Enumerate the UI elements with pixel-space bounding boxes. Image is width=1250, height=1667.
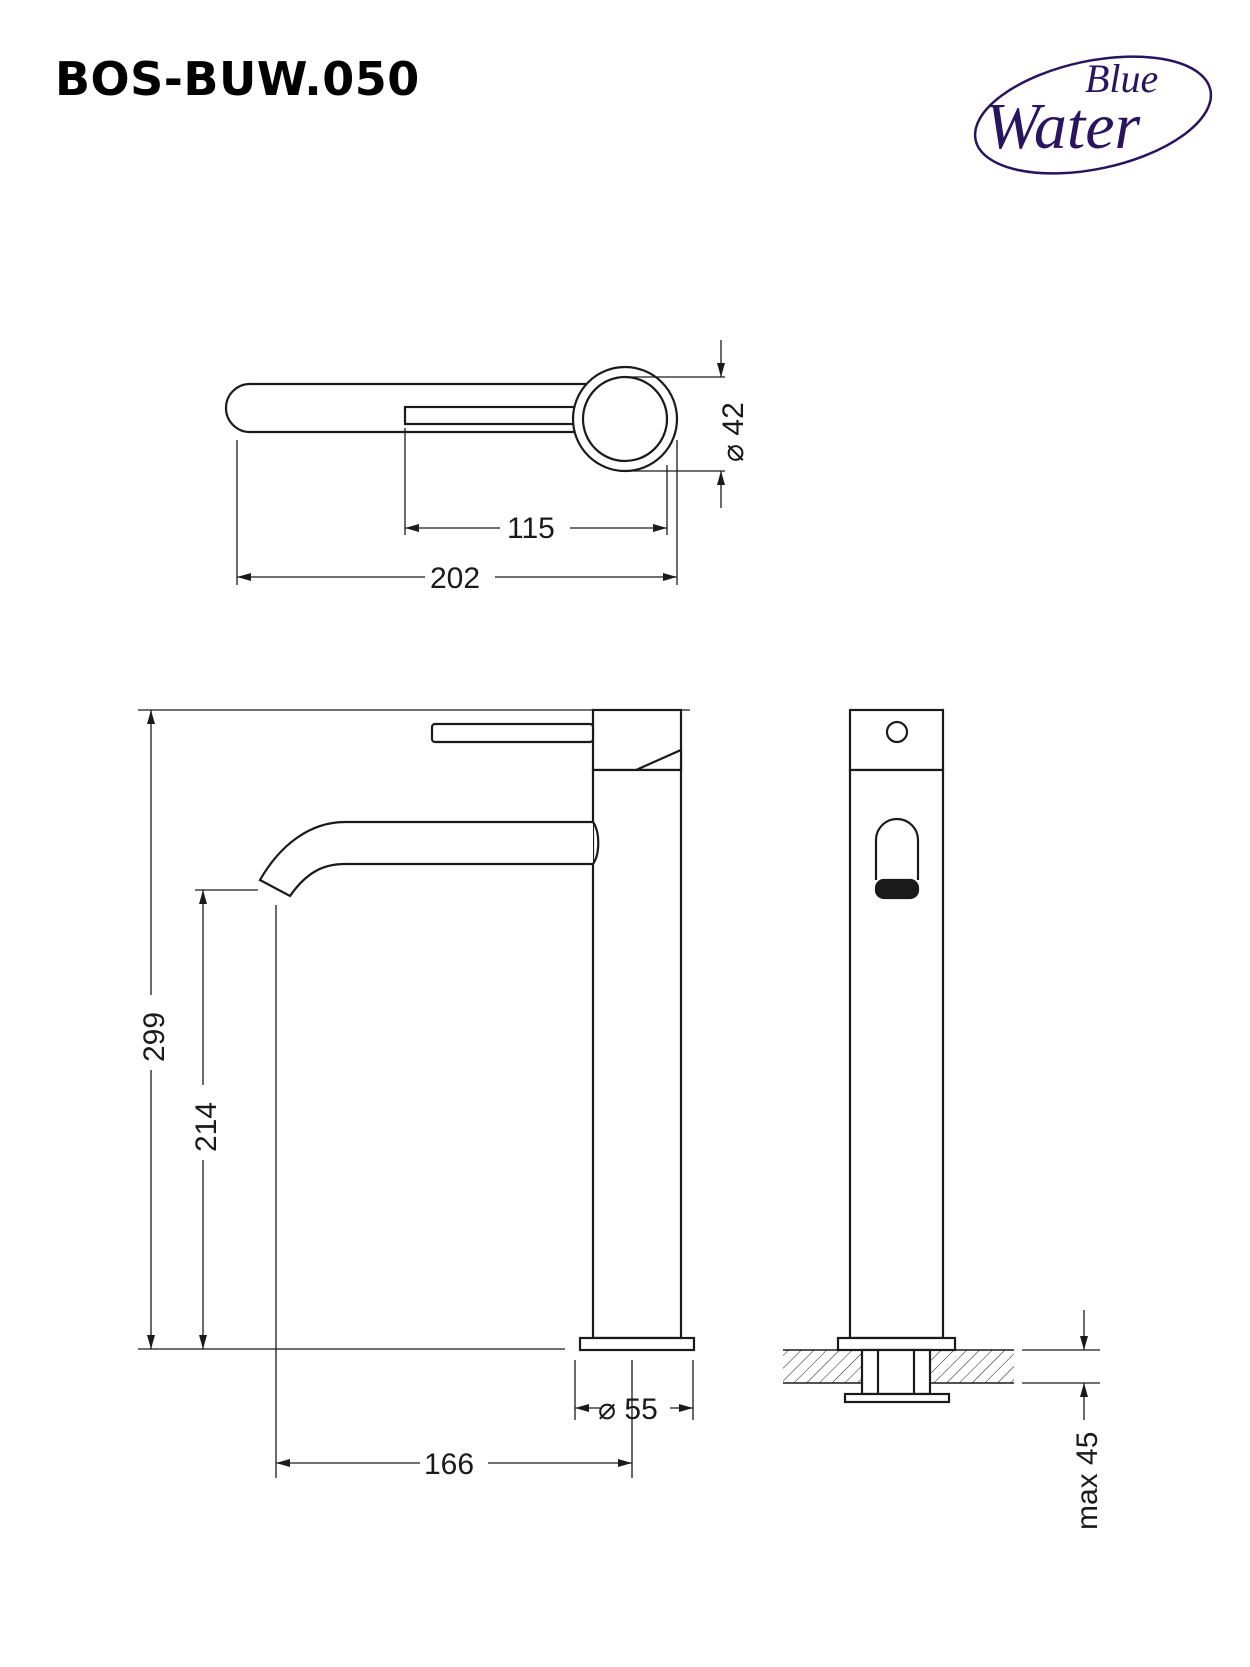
model-title: BOS-BUW.050 — [55, 52, 420, 106]
top-view — [224, 365, 679, 473]
dim-base-55: ⌀ 55 — [598, 1393, 658, 1426]
front-spout-opening — [874, 817, 920, 880]
mixer-body — [591, 768, 683, 1340]
dim-reach-166: 166 — [424, 1448, 474, 1481]
dim-diameter-42: ⌀ 42 — [717, 402, 750, 462]
side-view — [258, 708, 696, 1352]
front-base-flange — [836, 1336, 957, 1352]
top-view-dimensions — [236, 340, 725, 585]
spout-top-outline — [224, 382, 610, 434]
aerator — [874, 878, 920, 900]
front-indicator-circle — [885, 720, 909, 744]
body-inner-circle — [581, 375, 669, 463]
brand-logo: Blue Water — [973, 55, 1213, 175]
dim-height-214: 214 — [190, 1102, 223, 1152]
side-view-dimensions — [138, 709, 694, 1478]
dim-handle-115: 115 — [507, 512, 555, 545]
dim-length-202: 202 — [430, 562, 480, 595]
lever-handle-side — [430, 722, 595, 744]
logo-text-water: Water — [985, 90, 1141, 163]
mounting-nut-plate — [843, 1392, 951, 1404]
mounting-shank — [860, 1348, 932, 1396]
logo-text-blue: Blue — [1085, 56, 1158, 101]
base-flange — [578, 1336, 696, 1352]
front-view-dimensions — [1022, 1310, 1100, 1420]
countertop-section — [783, 1348, 1014, 1404]
spout-side — [258, 820, 593, 898]
dim-height-299: 299 — [138, 1012, 171, 1062]
dim-max-45: max 45 — [1071, 1432, 1104, 1530]
lever-handle-top — [403, 405, 577, 426]
front-view — [836, 708, 957, 1352]
